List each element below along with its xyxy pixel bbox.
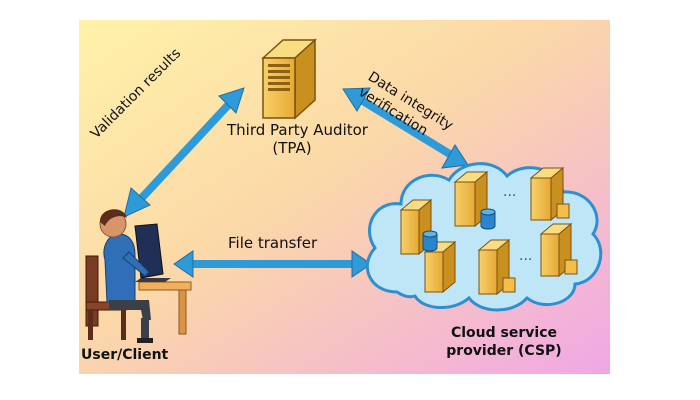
csp-label-line2: provider (CSP) bbox=[446, 343, 562, 359]
file-transfer-label: File transfer bbox=[228, 234, 318, 252]
csp-label-line1: Cloud service bbox=[450, 325, 557, 341]
user-client-label: User/Client bbox=[81, 347, 169, 363]
tpa-label: Third Party Auditor (TPA) bbox=[227, 121, 368, 157]
diagram-panel: ... ... Third Party Auditor (TPA) Valida… bbox=[79, 20, 610, 374]
user-client-icon bbox=[85, 209, 192, 343]
tpa-label-line2: (TPA) bbox=[272, 139, 312, 157]
file-transfer-arrow bbox=[173, 250, 372, 278]
integrity-arrow bbox=[342, 87, 469, 169]
csp-server-icon bbox=[399, 166, 578, 296]
database-icon bbox=[422, 208, 496, 252]
tpa-label-line1: Third Party Auditor bbox=[227, 121, 368, 139]
tpa-server-icon bbox=[261, 38, 317, 120]
validation-arrow bbox=[123, 87, 245, 218]
csp-label: Cloud service provider (CSP) bbox=[434, 324, 574, 360]
ellipsis-top: ... bbox=[503, 184, 516, 200]
ellipsis-bottom: ... bbox=[519, 248, 532, 264]
